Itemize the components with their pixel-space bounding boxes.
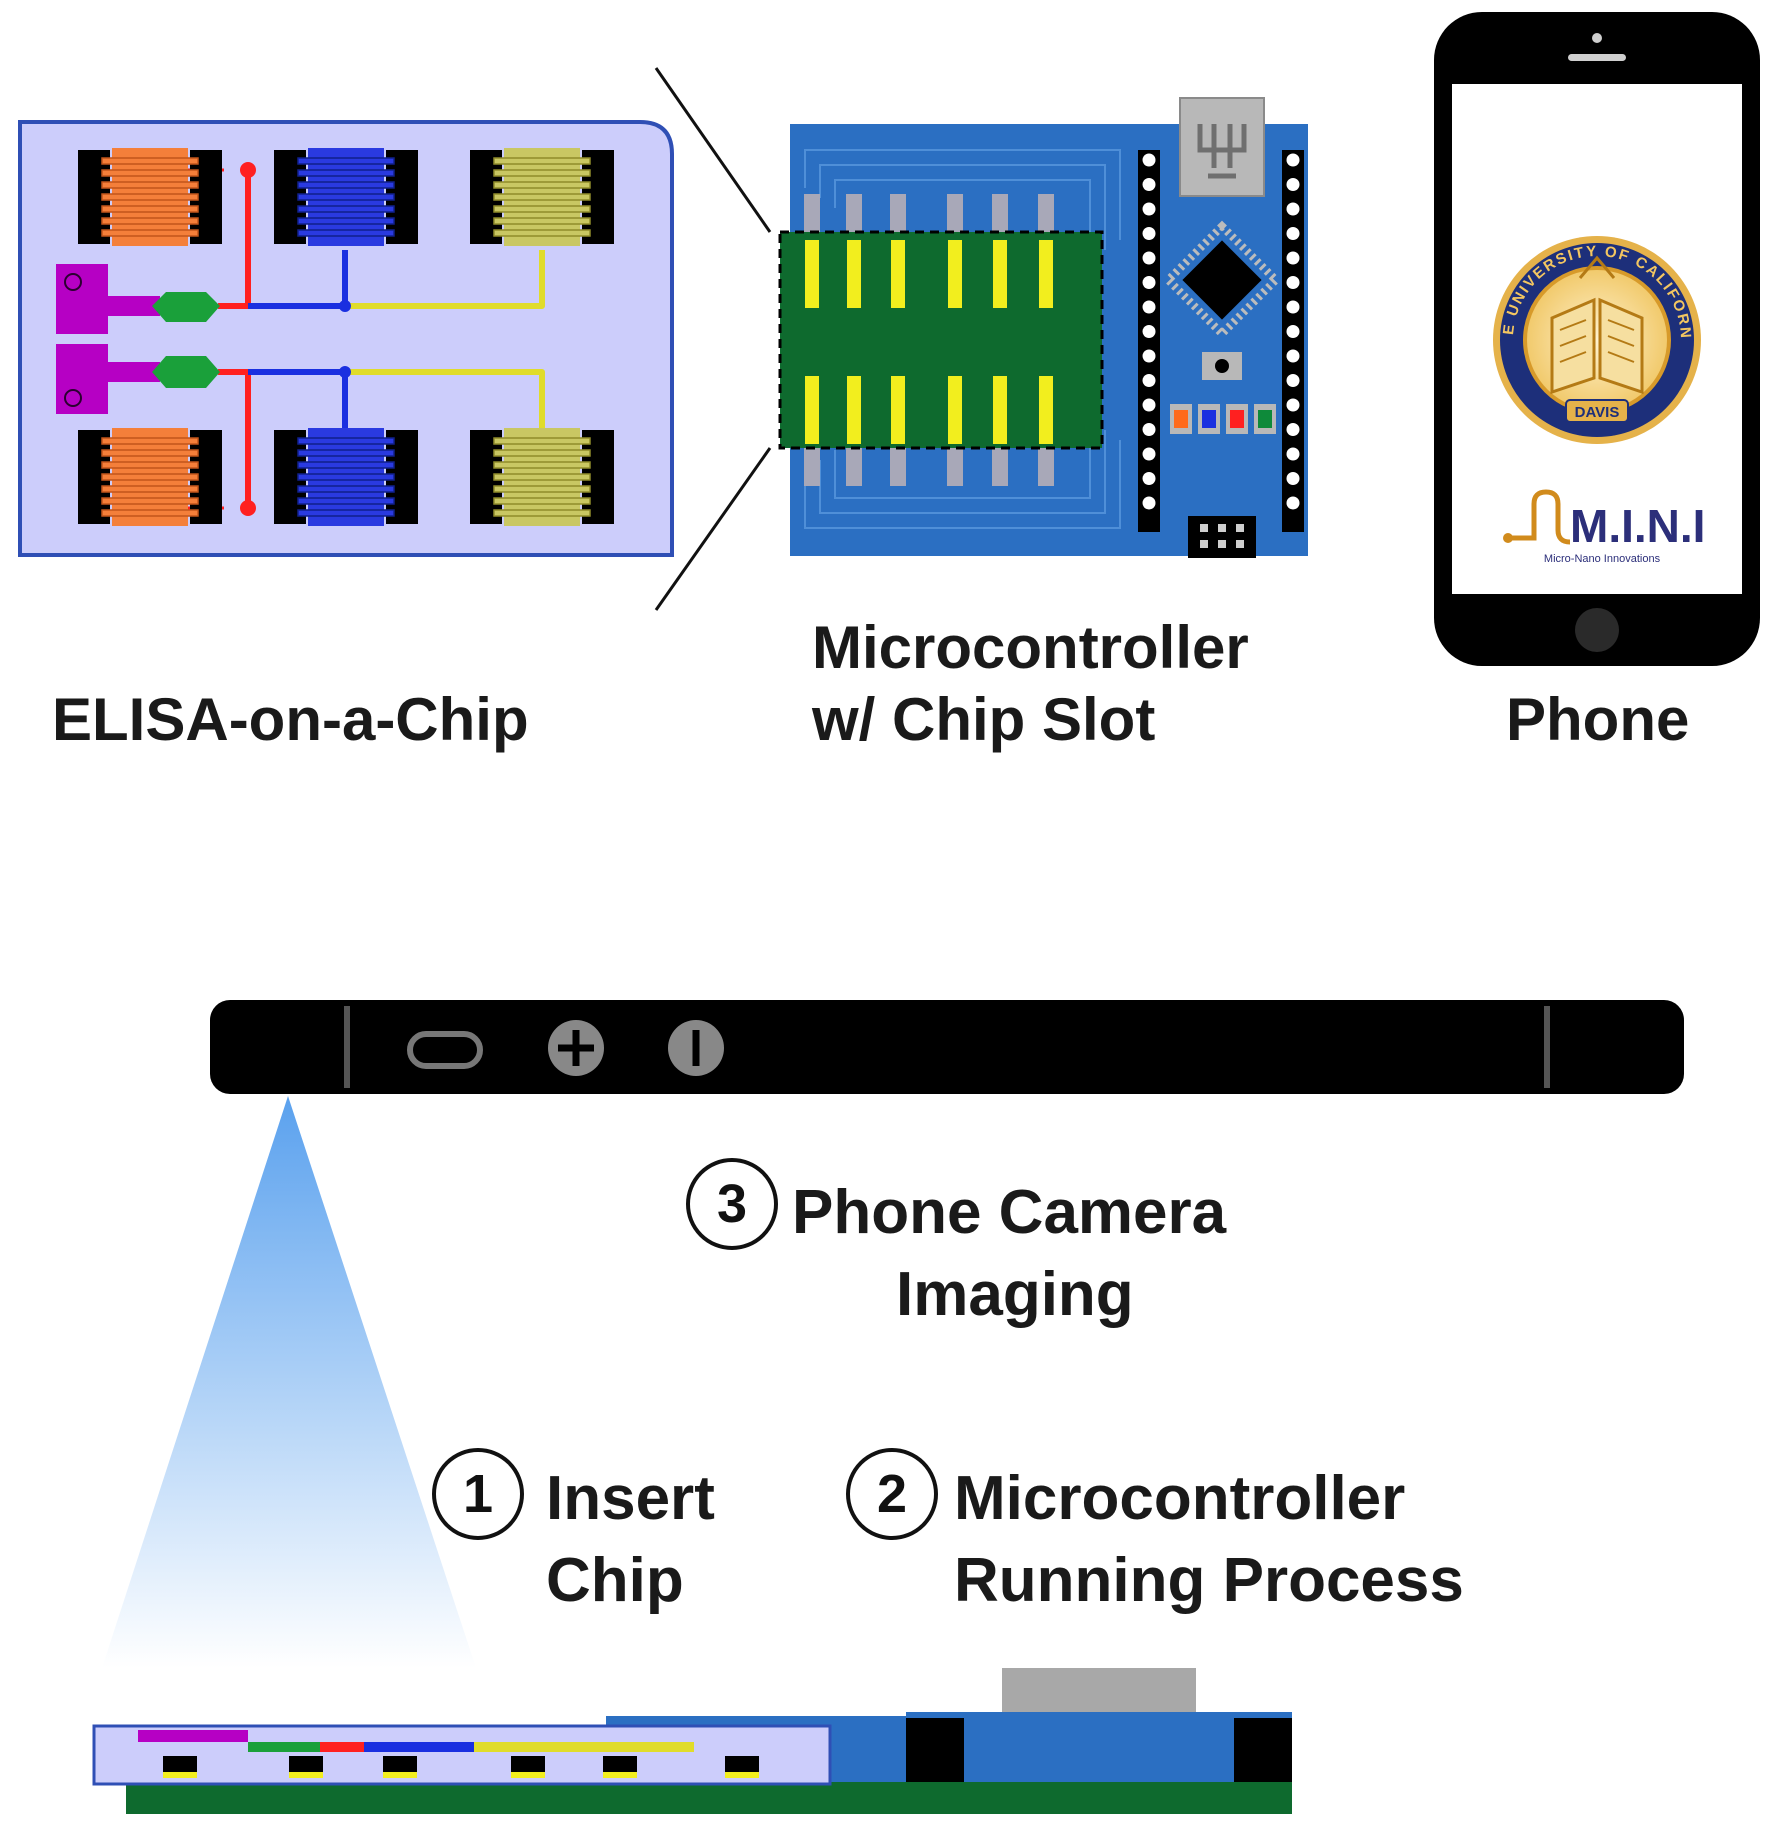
seal-banner: DAVIS <box>1575 404 1620 421</box>
mute-switch-icon <box>407 1031 483 1069</box>
microcontroller-label-line2: w/ Chip Slot <box>812 686 1156 753</box>
electrode-pad <box>78 148 222 246</box>
step-3-label-line2: Imaging <box>896 1260 1134 1329</box>
volume-up-icon <box>548 1020 604 1076</box>
icsp-header <box>1188 516 1256 558</box>
step-1-label-line1: Insert <box>546 1464 715 1533</box>
phone-label: Phone <box>1506 686 1690 753</box>
mini-logo-text: M.I.N.I <box>1570 500 1705 552</box>
status-leds <box>1170 404 1276 434</box>
step-1-label-line2: Chip <box>546 1546 684 1615</box>
step-1-number-badge: 1 <box>432 1448 524 1540</box>
zoom-line-top <box>654 67 772 233</box>
zoom-line-bottom <box>654 447 772 611</box>
electrode-pad <box>470 148 614 246</box>
electrode-pad <box>274 148 418 246</box>
step-3-label-line1: Phone Camera <box>792 1178 1227 1247</box>
electrode-pad <box>274 428 418 526</box>
volume-down-icon <box>668 1020 724 1076</box>
step-2-number-badge: 2 <box>846 1448 938 1540</box>
step-2-label-line1: Microcontroller <box>954 1464 1406 1533</box>
microfluidic-channels <box>178 162 545 516</box>
header-block-right <box>1234 1718 1292 1786</box>
assembly-side-view <box>92 1668 1292 1814</box>
mini-logo-subtitle: Micro-Nano Innovations <box>1544 553 1661 565</box>
pin-header-left <box>1138 150 1160 532</box>
electrode-pad <box>470 428 614 526</box>
microcontroller-board <box>778 97 1308 558</box>
earpiece-icon <box>1568 54 1626 61</box>
usb-connector <box>1179 97 1265 197</box>
step-3-number-badge: 3 <box>686 1158 778 1250</box>
microcontroller-label-line1: Microcontroller <box>812 614 1249 681</box>
elisa-chip-illustration <box>18 120 674 557</box>
sample-inlets <box>56 264 220 414</box>
phone-side-view <box>210 1000 1684 1094</box>
header-block-left <box>906 1718 964 1786</box>
pin-header-right <box>1282 150 1304 532</box>
chip-slot <box>778 230 1104 450</box>
home-button-icon <box>1575 608 1619 652</box>
chip-label: ELISA-on-a-Chip <box>52 686 529 753</box>
electrode-array <box>78 148 614 526</box>
step-2-label-line2: Running Process <box>954 1546 1464 1615</box>
front-camera-icon <box>1592 33 1602 43</box>
camera-light-cone <box>102 1096 476 1668</box>
mini-logo: M.I.N.I Micro-Nano Innovations <box>1503 489 1705 565</box>
electrode-pad <box>78 428 222 526</box>
board-green-side <box>126 1782 1292 1814</box>
